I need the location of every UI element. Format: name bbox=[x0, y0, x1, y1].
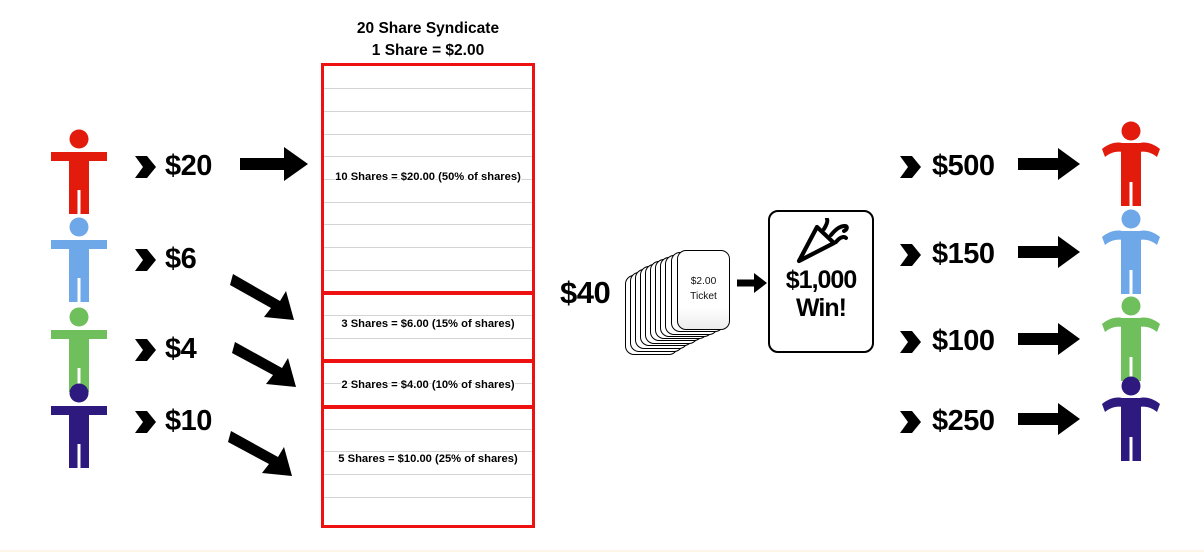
flow-arrow-win-to-blue bbox=[1016, 233, 1082, 271]
ticket-stack: $2.00 Ticket bbox=[625, 250, 733, 360]
share-line bbox=[324, 134, 532, 135]
share-group-label-4: 5 Shares = $10.00 (25% of shares) bbox=[338, 453, 518, 465]
payout-row-green: $100 bbox=[900, 325, 995, 358]
contribution-row-purple: $10 bbox=[135, 405, 212, 438]
pennant-bullet-icon bbox=[900, 155, 921, 178]
person-icon bbox=[51, 383, 107, 468]
contribution-row-blue: $6 bbox=[135, 243, 197, 276]
share-line bbox=[324, 383, 532, 384]
person-figure-purple-payout bbox=[1100, 375, 1162, 463]
flow-arrow-blue-to-syndicate bbox=[230, 268, 312, 326]
share-line bbox=[324, 111, 532, 112]
person-figure-red-payout bbox=[1100, 120, 1162, 208]
flow-arrow-tickets-to-win bbox=[737, 272, 767, 299]
flow-arrow-red-to-syndicate bbox=[238, 143, 310, 185]
arrow-right-icon bbox=[240, 147, 308, 181]
flow-arrow-green-to-syndicate bbox=[232, 336, 314, 392]
contribution-amount-red: $20 bbox=[165, 150, 212, 182]
arrow-down-right-icon bbox=[232, 342, 296, 387]
pennant-bullet-icon bbox=[135, 410, 156, 433]
payout-row-blue: $150 bbox=[900, 238, 995, 271]
person-icon bbox=[51, 217, 107, 302]
share-group-label-3: 2 Shares = $4.00 (10% of shares) bbox=[341, 379, 515, 391]
ticket-label: Ticket bbox=[690, 291, 717, 302]
flow-arrow-purple-to-syndicate bbox=[228, 425, 310, 481]
share-line bbox=[324, 315, 532, 316]
win-card: $1,000 Win! bbox=[768, 210, 874, 353]
share-line bbox=[324, 497, 532, 498]
pennant-bullet-icon bbox=[135, 155, 156, 178]
flow-arrow-win-to-red bbox=[1016, 145, 1082, 183]
arrow-down-right-icon bbox=[230, 274, 294, 320]
contribution-row-red: $20 bbox=[135, 150, 212, 183]
person-icon bbox=[1102, 209, 1160, 294]
ticket-price: $2.00 bbox=[690, 276, 717, 288]
payout-amount-blue: $150 bbox=[932, 238, 995, 270]
payout-amount-purple: $250 bbox=[932, 405, 995, 437]
flow-arrow-win-to-purple bbox=[1016, 400, 1082, 438]
share-line bbox=[324, 247, 532, 248]
person-icon bbox=[1102, 121, 1160, 206]
contribution-amount-purple: $10 bbox=[165, 405, 212, 437]
share-group-divider bbox=[321, 359, 535, 363]
share-line bbox=[324, 88, 532, 89]
arrow-right-icon bbox=[1018, 403, 1080, 435]
person-figure-blue-payout bbox=[1100, 208, 1162, 296]
share-line bbox=[324, 224, 532, 225]
win-amount: $1,000 bbox=[785, 266, 857, 294]
contribution-amount-blue: $6 bbox=[165, 243, 197, 275]
syndicate-title-line1: 20 Share Syndicate bbox=[356, 20, 500, 37]
ticket-card-front: $2.00 Ticket bbox=[677, 250, 730, 330]
arrow-right-icon bbox=[737, 273, 767, 293]
bottom-divider bbox=[0, 550, 1204, 552]
flow-arrow-win-to-green bbox=[1016, 320, 1082, 358]
person-figure-green-contributor bbox=[48, 306, 110, 394]
syndicate-share-block: 10 Shares = $20.00 (50% of shares) 3 Sha… bbox=[321, 63, 535, 528]
syndicate-title-line2: 1 Share = $2.00 bbox=[371, 42, 485, 59]
pennant-bullet-icon bbox=[900, 243, 921, 266]
contribution-amount-green: $4 bbox=[165, 333, 197, 365]
win-label: Win! bbox=[796, 294, 847, 322]
share-line bbox=[324, 451, 532, 452]
share-group-label-2: 3 Shares = $6.00 (15% of shares) bbox=[341, 318, 515, 330]
share-group-divider bbox=[321, 291, 535, 295]
share-line bbox=[324, 270, 532, 271]
share-line bbox=[324, 338, 532, 339]
payout-amount-red: $500 bbox=[932, 150, 995, 182]
pennant-bullet-icon bbox=[900, 410, 921, 433]
payout-row-red: $500 bbox=[900, 150, 995, 183]
person-icon bbox=[51, 307, 107, 392]
person-figure-purple-contributor bbox=[48, 382, 110, 470]
arrow-down-right-icon bbox=[228, 431, 292, 476]
payout-amount-green: $100 bbox=[932, 325, 995, 357]
pennant-bullet-icon bbox=[900, 330, 921, 353]
pennant-bullet-icon bbox=[135, 338, 156, 361]
syndicate-title: 20 Share Syndicate 1 Share = $2.00 bbox=[322, 18, 534, 62]
person-icon bbox=[1102, 376, 1160, 461]
share-line bbox=[324, 474, 532, 475]
share-line bbox=[324, 429, 532, 430]
payout-row-purple: $250 bbox=[900, 405, 995, 438]
person-figure-green-payout bbox=[1100, 295, 1162, 383]
party-popper-icon bbox=[796, 218, 849, 264]
arrow-right-icon bbox=[1018, 323, 1080, 355]
person-icon bbox=[51, 129, 107, 214]
contribution-row-green: $4 bbox=[135, 333, 197, 366]
arrow-right-icon bbox=[1018, 236, 1080, 268]
arrow-right-icon bbox=[1018, 148, 1080, 180]
person-figure-red-contributor bbox=[48, 128, 110, 216]
share-line bbox=[324, 179, 532, 180]
share-line bbox=[324, 202, 532, 203]
person-icon bbox=[1102, 296, 1160, 381]
total-pool-amount: $40 bbox=[560, 275, 611, 310]
pennant-bullet-icon bbox=[135, 248, 156, 271]
person-figure-blue-contributor bbox=[48, 216, 110, 304]
share-group-label-1: 10 Shares = $20.00 (50% of shares) bbox=[335, 171, 521, 183]
share-group-divider bbox=[321, 405, 535, 409]
share-line bbox=[324, 156, 532, 157]
